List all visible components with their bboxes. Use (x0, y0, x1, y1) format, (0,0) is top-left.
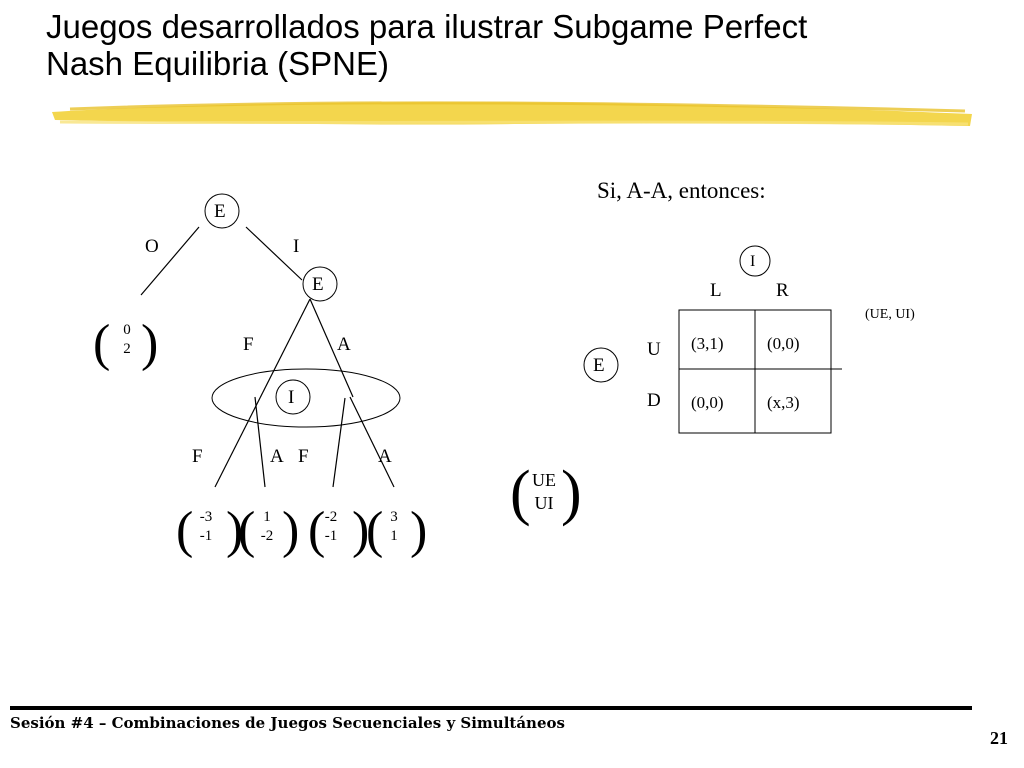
tree-edges (140, 226, 395, 488)
action-a-label: A (337, 334, 351, 355)
page-number: 21 (990, 728, 1008, 748)
col-label-r: R (776, 280, 789, 301)
payoff-4-vector: 3 1 (379, 508, 409, 546)
strategy-ui: UI (534, 493, 554, 513)
payoff-4-right-paren: ) (410, 502, 428, 559)
cell-u-r: (0,0) (767, 334, 800, 353)
payoff-2-e: 1 (263, 509, 271, 525)
second-node-label: E (312, 274, 324, 295)
title-line-2: Nash Equilibria (SPNE) (46, 45, 389, 82)
action-out-label: O (145, 236, 159, 257)
information-set-ellipse (211, 368, 401, 428)
payoff-4-e: 3 (390, 509, 398, 525)
action-in-label: I (293, 236, 300, 257)
row-label-d: D (647, 390, 661, 411)
payoff-out-right-paren: ) (141, 315, 159, 372)
info-node-circle (275, 379, 311, 415)
equilibrium-label: (UE, UI) (865, 307, 915, 322)
row-player-circle (583, 347, 619, 383)
strategy-ue: UE (532, 470, 556, 490)
strategy-left-paren: ( (510, 459, 531, 527)
slide-title: Juegos desarrollados para ilustrar Subga… (46, 8, 986, 82)
payoff-4-left-paren: ( (366, 502, 384, 559)
payoff-3-e: -2 (324, 509, 338, 525)
root-node-circle (204, 193, 240, 229)
row-label-u: U (647, 339, 661, 360)
edge-info-a-left (254, 396, 266, 488)
payoff-3-vector: -2 -1 (316, 508, 346, 546)
cell-d-r: (x,3) (767, 393, 800, 412)
footer-text: Sesión #4 – Combinaciones de Juegos Secu… (10, 714, 565, 732)
root-node-label: E (214, 201, 226, 222)
cell-d-l: (0,0) (691, 393, 724, 412)
cell-u-l: (3,1) (691, 334, 724, 353)
edge-info-a-right (349, 396, 395, 488)
row-player-label: E (593, 355, 605, 376)
payoff-2-vector: 1 -2 (252, 508, 282, 546)
payoff-out-i: 2 (123, 341, 131, 357)
second-node-circle (302, 266, 338, 302)
payoff-1-left-paren: ( (176, 502, 194, 559)
footer-rule (10, 706, 972, 710)
edge-in (245, 226, 303, 281)
edge-out (140, 226, 200, 296)
info-action-f-right: F (298, 446, 309, 467)
payoff-out-left-paren: ( (93, 315, 111, 372)
payoff-2-i: -2 (260, 528, 274, 544)
info-action-f-left: F (192, 446, 203, 467)
info-action-a-left: A (270, 446, 284, 467)
payoff-2-right-paren: ) (282, 502, 300, 559)
payoff-1-e: -3 (199, 509, 213, 525)
info-node-label: I (288, 387, 295, 408)
matrix-heading: Si, A-A, entonces: (597, 178, 766, 203)
action-f-label: F (243, 334, 254, 355)
payoff-4-i: 1 (390, 528, 398, 544)
payoff-out-e: 0 (123, 322, 131, 338)
title-line-1: Juegos desarrollados para ilustrar Subga… (46, 8, 808, 45)
edge-info-f-right (332, 397, 346, 488)
info-action-a-right: A (378, 446, 392, 467)
payoff-3-left-paren: ( (308, 502, 326, 559)
payoff-1-vector: -3 -1 (191, 508, 221, 546)
payoff-out-vector: 0 2 (112, 321, 142, 359)
payoff-3-i: -1 (324, 528, 338, 544)
payoff-1-i: -1 (199, 528, 213, 544)
col-player-circle (739, 245, 771, 277)
payoff-1-right-paren: ) (226, 502, 244, 559)
strategy-vector: UE UI (528, 469, 560, 515)
payoff-matrix-grid (678, 309, 842, 434)
payoff-3-right-paren: ) (352, 502, 370, 559)
col-player-label: I (750, 253, 756, 270)
title-underline-stroke (52, 101, 972, 126)
strategy-right-paren: ) (561, 459, 582, 527)
edge-a-right (309, 298, 354, 398)
edge-f-left (214, 298, 311, 488)
payoff-2-left-paren: ( (238, 502, 256, 559)
col-label-l: L (710, 280, 722, 301)
